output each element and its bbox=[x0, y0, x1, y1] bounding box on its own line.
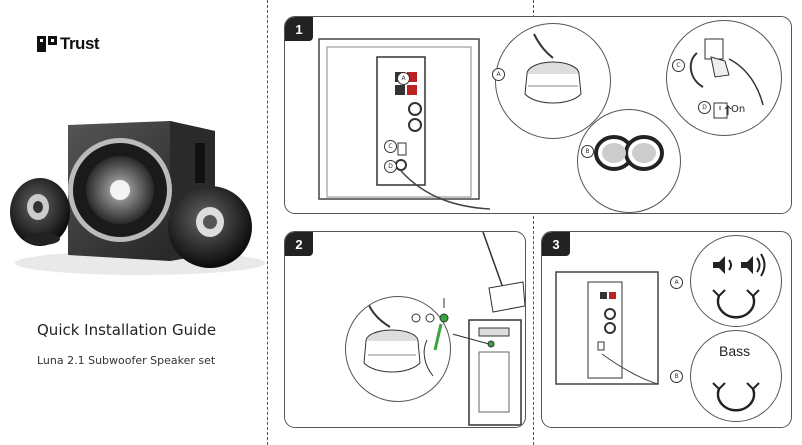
satellite-speakers-icon bbox=[594, 135, 664, 171]
step-1-marker-c-back: C bbox=[384, 140, 397, 153]
step-2-panel: 2 bbox=[284, 231, 526, 428]
satellite-speakers-detail bbox=[577, 109, 681, 213]
satellite-input-detail bbox=[345, 296, 451, 402]
power-on-label: On bbox=[731, 104, 746, 115]
step-2-badge: 2 bbox=[285, 232, 313, 256]
step-1-marker-a-back: A bbox=[397, 72, 410, 85]
fold-line-left bbox=[267, 0, 268, 445]
bass-label: Bass bbox=[719, 343, 751, 359]
step-1-marker-c: C bbox=[672, 59, 685, 72]
laptop-pc-illustration bbox=[453, 232, 525, 426]
subwoofer-back-illustration bbox=[555, 271, 659, 385]
satellite-connector-detail bbox=[495, 23, 611, 139]
brand-logo: Trust bbox=[37, 34, 100, 54]
step-1-badge: 1 bbox=[285, 17, 313, 41]
fold-line-right bbox=[533, 0, 534, 445]
bass-knob-detail: Bass bbox=[690, 330, 782, 422]
bass-adjust-icon bbox=[712, 382, 760, 412]
product-subtitle: Luna 2.1 Subwoofer Speaker set bbox=[37, 354, 216, 367]
power-switch-icon bbox=[713, 102, 732, 119]
volume-adjust-icon bbox=[712, 253, 766, 319]
brand-name: Trust bbox=[60, 34, 100, 53]
satellite-base-icon bbox=[524, 33, 582, 104]
trust-logo-icon bbox=[37, 36, 57, 52]
satellite-base-icon bbox=[363, 302, 421, 373]
hand-audio-cable-icon bbox=[423, 323, 443, 377]
audio-input-jacks-icon bbox=[411, 298, 449, 323]
guide-title: Quick Installation Guide bbox=[37, 321, 217, 339]
volume-knob-detail bbox=[690, 235, 782, 327]
step-3-marker-a: A bbox=[670, 276, 683, 289]
step-1-marker-a: A bbox=[492, 68, 505, 81]
step-1-marker-d-back: D bbox=[384, 160, 397, 173]
step-1-marker-d: D bbox=[698, 101, 711, 114]
step-3-panel: 3 A Bass B bbox=[541, 231, 792, 428]
step-1-marker-b: B bbox=[581, 145, 594, 158]
subwoofer-back-illustration bbox=[318, 38, 491, 210]
step-1-panel: 1 A C D A B bbox=[284, 16, 792, 214]
step-3-marker-b: B bbox=[670, 370, 683, 383]
step-3-badge: 3 bbox=[542, 232, 570, 256]
power-plug-icon bbox=[689, 38, 764, 106]
product-photo bbox=[10, 121, 265, 275]
